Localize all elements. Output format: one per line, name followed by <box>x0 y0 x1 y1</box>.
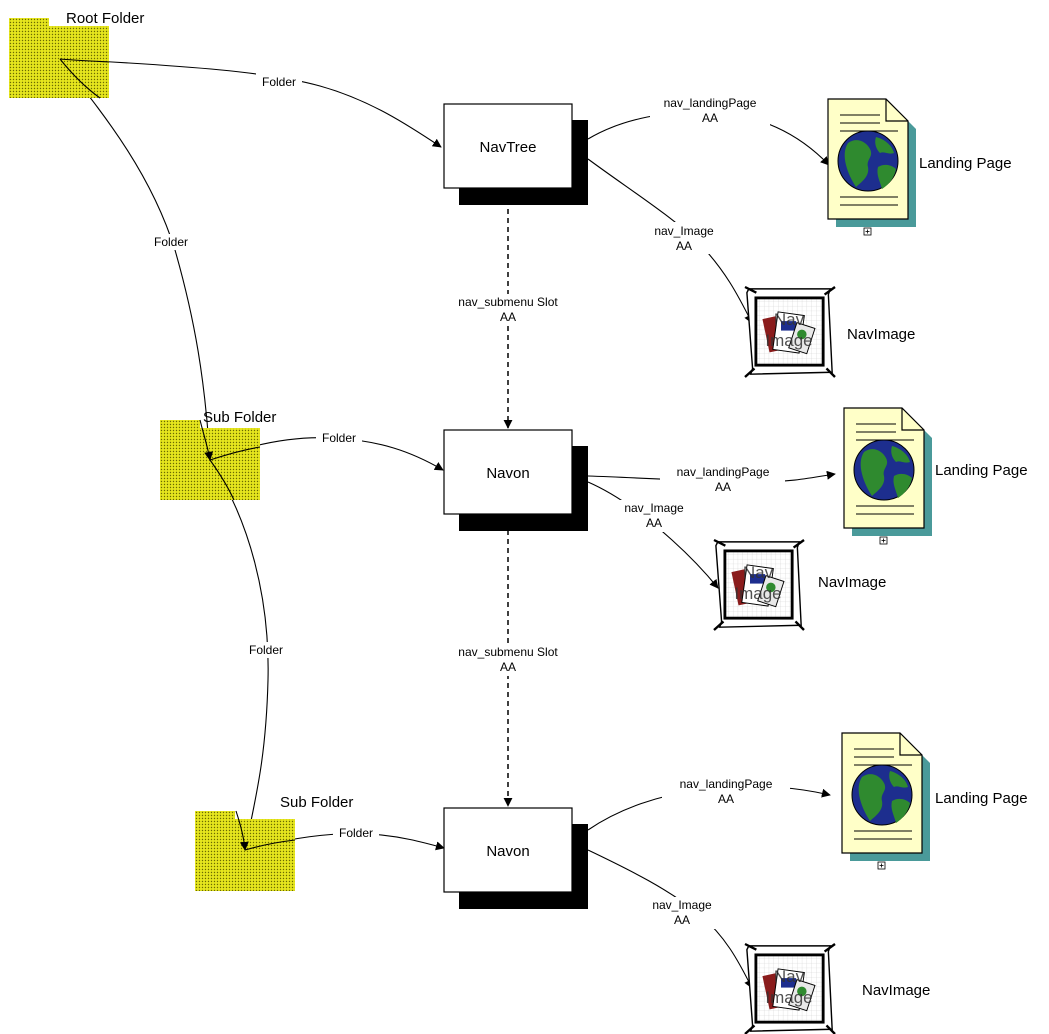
edge-label-aa: AA <box>718 792 734 806</box>
root-folder: Root Folder <box>9 10 144 98</box>
navimage-3-icon-text-top: Nav <box>774 967 805 986</box>
edge-label-submenu: nav_submenu Slot <box>458 295 558 309</box>
edge-label-image: nav_Image <box>654 224 714 238</box>
navtree-box <box>443 103 573 189</box>
navon-node-2: Navon <box>443 807 588 909</box>
edge-label-folder: Folder <box>249 643 283 657</box>
edge-label-submenu: nav_submenu Slot <box>458 645 558 659</box>
navimage-3-icon-text-bottom: Image <box>765 988 812 1007</box>
edge-label-landing: nav_landingPage <box>677 465 770 479</box>
landing-page-3-label: Landing Page <box>935 790 1028 807</box>
edge-labels: Folder Folder Folder Folder Folder nav_l… <box>148 73 790 929</box>
navimage-2-icon-text-bottom: Image <box>734 584 781 603</box>
edge-label-folder: Folder <box>154 235 188 249</box>
edge-label-landing: nav_landingPage <box>664 96 757 110</box>
landing-page-1-label: Landing Page <box>919 155 1012 172</box>
navon-2-box <box>443 807 573 893</box>
edge-label-folder: Folder <box>262 75 296 89</box>
sub-folder-2-label: Sub Folder <box>280 794 353 811</box>
landing-page-2-icon <box>843 407 933 545</box>
edge-label-aa: AA <box>646 516 662 530</box>
landing-page-2: Landing Page <box>843 407 1028 545</box>
edge-label-aa: AA <box>676 239 692 253</box>
navtree-label: NavTree <box>480 139 537 156</box>
edge-label-landing: nav_landingPage <box>680 777 773 791</box>
navimage-2-icon-text-top: Nav <box>743 563 774 582</box>
edge-label-image: nav_Image <box>624 501 684 515</box>
edge-label-aa: AA <box>674 913 690 927</box>
edge-label-aa: AA <box>702 111 718 125</box>
edge-label-folder: Folder <box>339 826 373 840</box>
sub-folder-1-label: Sub Folder <box>203 409 276 426</box>
navon-2-label: Navon <box>486 843 529 860</box>
edge-label-image: nav_Image <box>652 898 712 912</box>
navon-node-1: Navon <box>443 429 588 531</box>
navimage-2-label: NavImage <box>818 574 886 591</box>
navimage-1: Nav Image NavImage <box>743 285 915 379</box>
navimage-2: Nav Image NavImage <box>712 538 886 632</box>
landing-page-3-icon <box>841 732 931 870</box>
edge-label-aa: AA <box>500 660 516 674</box>
edge-root-sub1 <box>59 58 214 461</box>
navimage-1-label: NavImage <box>847 326 915 343</box>
sub-folder-2-icon <box>195 811 295 891</box>
edge-label-folder: Folder <box>322 431 356 445</box>
navon-1-box <box>443 429 573 515</box>
navimage-3: Nav Image NavImage <box>743 942 930 1034</box>
sub-folder-2: Sub Folder <box>195 794 353 891</box>
folder-overlay-lines <box>59 58 296 851</box>
landing-page-2-label: Landing Page <box>935 462 1028 479</box>
edge-root-navtree <box>59 58 442 148</box>
landing-page-1: Landing Page <box>827 98 1012 236</box>
edge-navon1-navimage2 <box>587 481 719 589</box>
root-folder-label: Root Folder <box>66 10 144 27</box>
landing-page-1-icon <box>827 98 917 236</box>
navon-1-label: Navon <box>486 465 529 482</box>
root-folder-icon <box>9 18 109 98</box>
navimage-1-icon-text-top: Nav <box>774 310 805 329</box>
edge-label-aa: AA <box>715 480 731 494</box>
edge-label-aa: AA <box>500 310 516 324</box>
navtree-node: NavTree <box>443 103 588 205</box>
landing-page-3: Landing Page <box>841 732 1028 870</box>
sub-folder-1: Sub Folder <box>160 409 276 500</box>
navimage-1-icon-text-bottom: Image <box>765 331 812 350</box>
navimage-3-label: NavImage <box>862 982 930 999</box>
edge-sub1-sub2 <box>209 459 269 851</box>
